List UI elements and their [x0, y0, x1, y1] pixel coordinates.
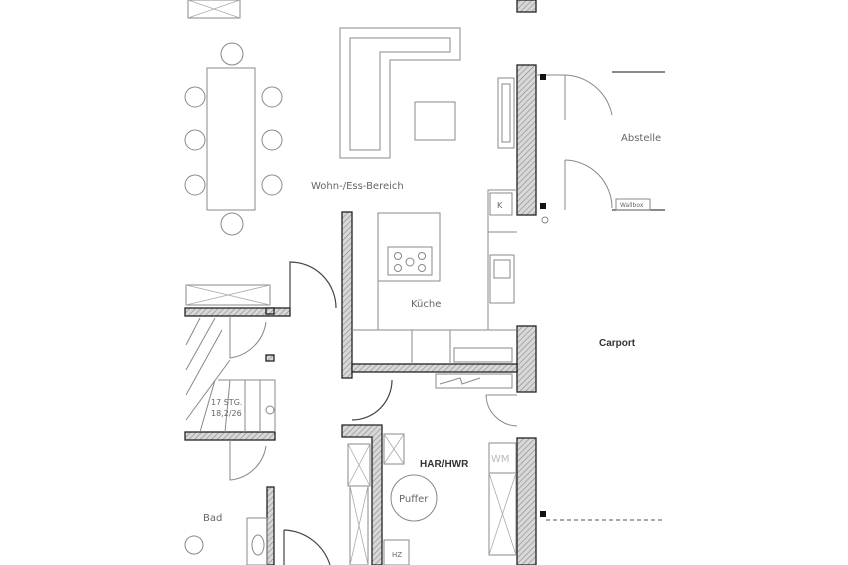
stairs-steps: 17 STG.	[211, 398, 242, 407]
wallbox-label: Wallbox	[620, 202, 644, 209]
room-label-kitchen: Küche	[411, 299, 441, 310]
walls	[184, 0, 537, 565]
room-label-storage: Abstelle	[621, 133, 661, 144]
wallbox-box	[615, 198, 651, 211]
dining-table	[184, 42, 283, 236]
heating-label: HZ	[392, 551, 402, 559]
kitchen-furniture	[352, 189, 517, 389]
top-window-box	[187, 0, 241, 19]
stair-area	[185, 284, 276, 433]
buffer-label: Puffer	[399, 494, 429, 505]
washer-label: WM	[491, 454, 510, 465]
room-label-carport: Carport	[599, 338, 636, 349]
doors	[229, 71, 665, 565]
room-label-bath: Bad	[203, 513, 222, 524]
room-label-living: Wohn-/Ess-Bereich	[311, 181, 404, 192]
room-label-utility: HAR/HWR	[420, 459, 469, 470]
utility-fixtures	[184, 433, 517, 565]
stairs-ratio: 18,2/26	[211, 409, 242, 418]
sofa	[339, 27, 515, 159]
fridge-label: K	[497, 201, 503, 210]
